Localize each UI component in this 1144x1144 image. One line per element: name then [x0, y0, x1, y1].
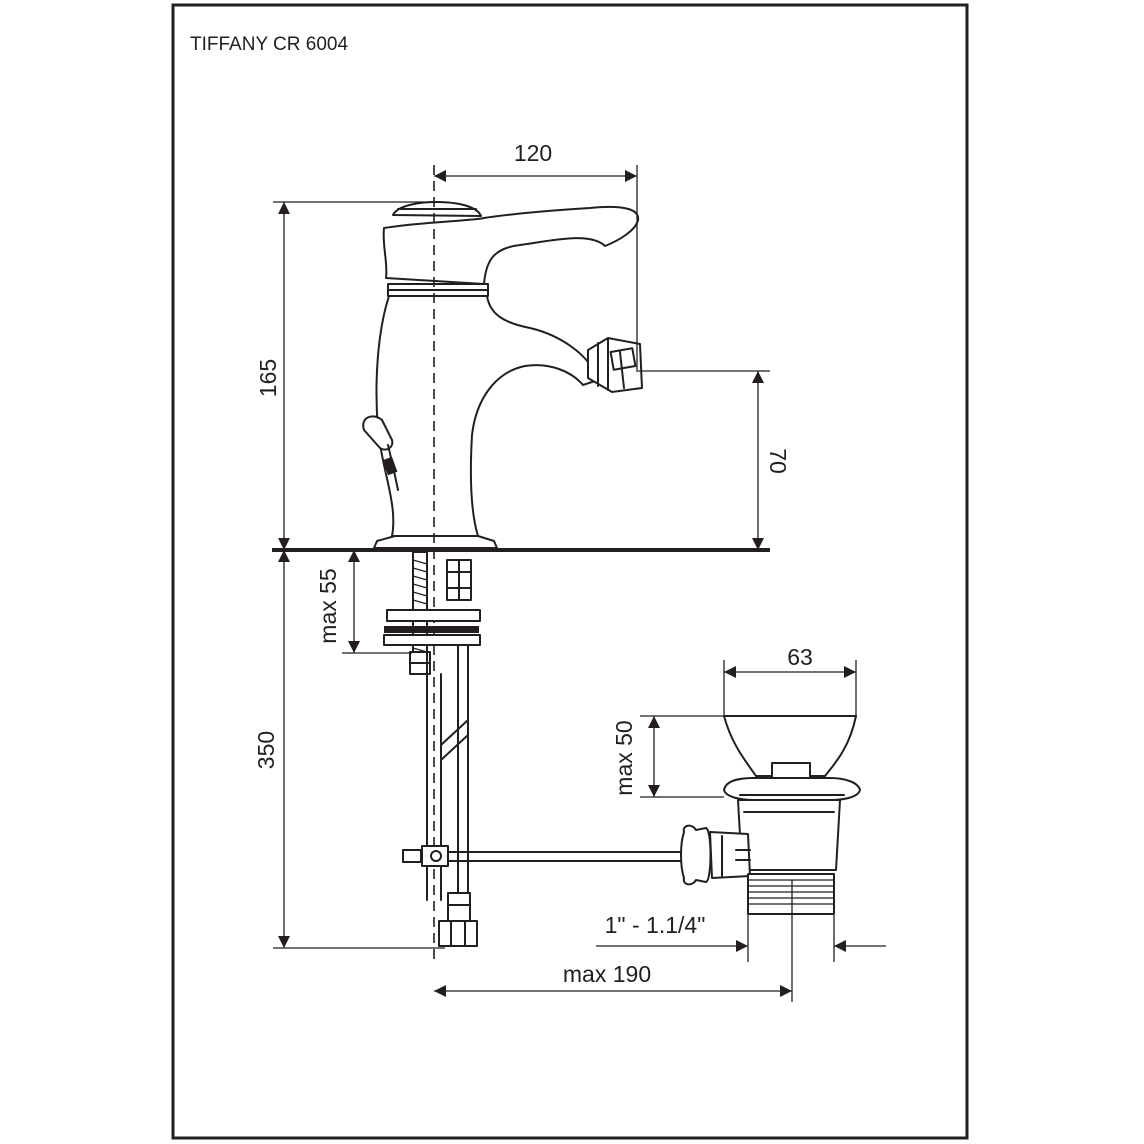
- dim-outlet-height: 70: [765, 448, 791, 474]
- mixer-base: [373, 535, 498, 549]
- dim-total-height: 165: [255, 359, 281, 397]
- gasket: [384, 626, 479, 633]
- waste-body: [737, 799, 841, 871]
- dim-waste-plug-height: max 50: [611, 720, 637, 795]
- waste-flange: [723, 777, 861, 801]
- hose-nut-bottom: [438, 920, 478, 947]
- waste-pivot: [709, 831, 751, 879]
- mixer-body: [375, 295, 599, 537]
- waste-pivot-nut: [680, 824, 712, 886]
- dim-waste-thread: 1" - 1.1/4": [605, 912, 706, 938]
- waste-plug-head: [723, 715, 857, 777]
- fixing-assembly: [383, 551, 691, 947]
- drawing-frame: [171, 3, 969, 1140]
- dim-hose-length: 350: [253, 731, 279, 769]
- lever-handle: [382, 205, 640, 285]
- dim-waste-diameter: 63: [787, 644, 813, 670]
- hose-fitting-bottom: [447, 892, 471, 922]
- pop-up-waste: [680, 715, 861, 915]
- fixing-plate-upper: [386, 609, 481, 622]
- pop-up-knob: [362, 415, 394, 451]
- model-title: TIFFANY CR 6004: [190, 34, 348, 55]
- spray-nozzle: [587, 337, 643, 393]
- bidet-mixer: [272, 165, 770, 960]
- pop-up-rod-link: [440, 719, 469, 746]
- dim-spout-reach: 120: [514, 140, 552, 166]
- dimension-lines: 120 165 70 max 55 350 63 max 50 1" - 1.1: [253, 140, 886, 1002]
- fixing-plate-lower: [383, 634, 481, 646]
- waste-thread: [747, 873, 835, 915]
- dim-deck-thickness: max 55: [315, 568, 341, 643]
- dim-waste-distance: max 190: [563, 961, 651, 987]
